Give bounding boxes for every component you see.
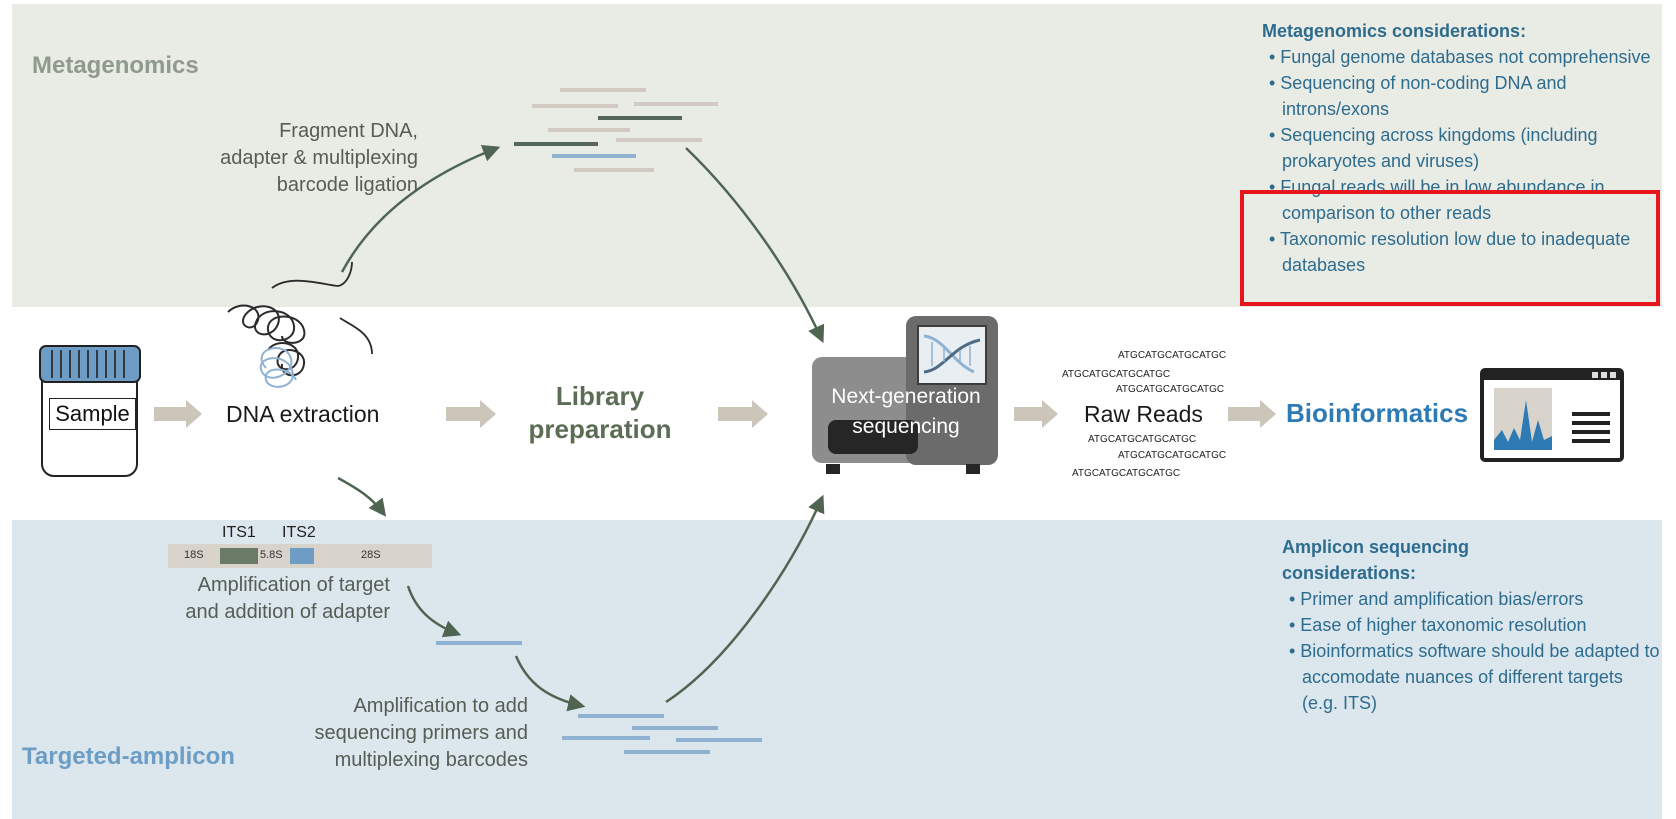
considerations-heading: considerations:: [1282, 563, 1417, 583]
dna-coil-icon: [227, 304, 373, 388]
consideration-item: • Fungal genome databases not comprehens…: [1269, 47, 1651, 67]
library-prep-line: preparation: [528, 414, 672, 444]
ngs-label: Next-generation sequencing: [815, 382, 997, 442]
its1-label: ITS1: [222, 524, 256, 541]
bracket-line: [271, 261, 353, 289]
read-sequence: ATGCATGCATGCATGC: [1062, 369, 1171, 380]
considerations-heading: Metagenomics considerations:: [1262, 21, 1527, 41]
arrow-to-sequencer-top: [685, 147, 825, 344]
consideration-item: • Sequencing across kingdoms (including …: [1269, 125, 1598, 171]
metagenomics-title: Metagenomics: [32, 52, 199, 79]
ngs-line: Next-generation: [831, 385, 981, 408]
read-sequence: ATGCATGCATGCATGC: [1118, 450, 1227, 461]
bioinformatics-label: Bioinformatics: [1286, 398, 1469, 428]
amplicon-lines: [436, 641, 762, 754]
monitor-chart-icon: [1480, 368, 1624, 462]
highlight-box: [1240, 190, 1660, 306]
sequencer-icon: [812, 316, 998, 474]
amp-target-label: Amplification of target and addition of …: [185, 572, 390, 626]
consideration-item: • Sequencing of non-coding DNA and intro…: [1269, 73, 1567, 119]
dna-fragments: [514, 88, 718, 172]
arrow-to-amplicon: [406, 585, 462, 638]
ngs-line: sequencing: [852, 415, 960, 438]
consideration-item: • Bioinformatics software should be adap…: [1289, 641, 1660, 713]
arrow-to-fragments: [340, 144, 501, 273]
fragment-step-line: barcode ligation: [276, 174, 418, 196]
consideration-item: • Taxonomic resolution low due to inadeq…: [1269, 229, 1631, 275]
amp-target-line: and addition of adapter: [185, 601, 390, 623]
amp-target-line: Amplification of target: [197, 574, 390, 596]
raw-reads-label: Raw Reads: [1084, 401, 1203, 427]
targeted-amplicon-title: Targeted-amplicon: [22, 743, 235, 770]
amp-primers-label: Amplification to add sequencing primers …: [315, 693, 528, 774]
amp-primers-line: multiplexing barcodes: [334, 749, 528, 771]
dna-helix-icon: [923, 334, 981, 374]
read-sequence: ATGCATGCATGCATGC: [1118, 350, 1227, 361]
region-18s-label: 18S: [184, 549, 204, 561]
read-sequence: ATGCATGCATGCATGC: [1072, 468, 1181, 479]
read-sequence: ATGCATGCATGCATGC: [1088, 434, 1197, 445]
considerations-heading: Amplicon sequencing: [1282, 537, 1470, 557]
metagenomics-band: [12, 4, 1662, 307]
sample-label: Sample: [49, 398, 136, 430]
its2-label: ITS2: [282, 524, 316, 541]
read-sequence: ATGCATGCATGCATGC: [1116, 384, 1225, 395]
amplicon-band: [12, 520, 1662, 819]
library-preparation-label: Library preparation: [520, 380, 680, 446]
fragment-step-line: adapter & multiplexing: [220, 147, 418, 169]
its-region-bar: [168, 544, 432, 568]
arrow-to-sequencer-bottom: [665, 494, 825, 704]
region-28s-label: 28S: [361, 549, 381, 561]
library-prep-line: Library: [555, 381, 645, 411]
arrow-to-barcoded: [514, 655, 586, 712]
consideration-item: • Ease of higher taxonomic resolution: [1289, 615, 1587, 635]
fragment-step-line: Fragment DNA,: [279, 120, 418, 142]
amp-primers-line: sequencing primers and: [314, 722, 528, 744]
dna-extraction-label: DNA extraction: [226, 401, 380, 427]
fragment-step-label: Fragment DNA, adapter & multiplexing bar…: [220, 118, 418, 199]
region-58s-label: 5.8S: [260, 549, 283, 561]
arrow-to-its: [337, 476, 387, 517]
amp-primers-line: Amplification to add: [353, 695, 528, 717]
amplicon-considerations: Amplicon sequencing considerations: • Pr…: [1282, 534, 1662, 716]
flow-arrows: [154, 400, 1276, 428]
consideration-item: • Primer and amplification bias/errors: [1289, 589, 1584, 609]
